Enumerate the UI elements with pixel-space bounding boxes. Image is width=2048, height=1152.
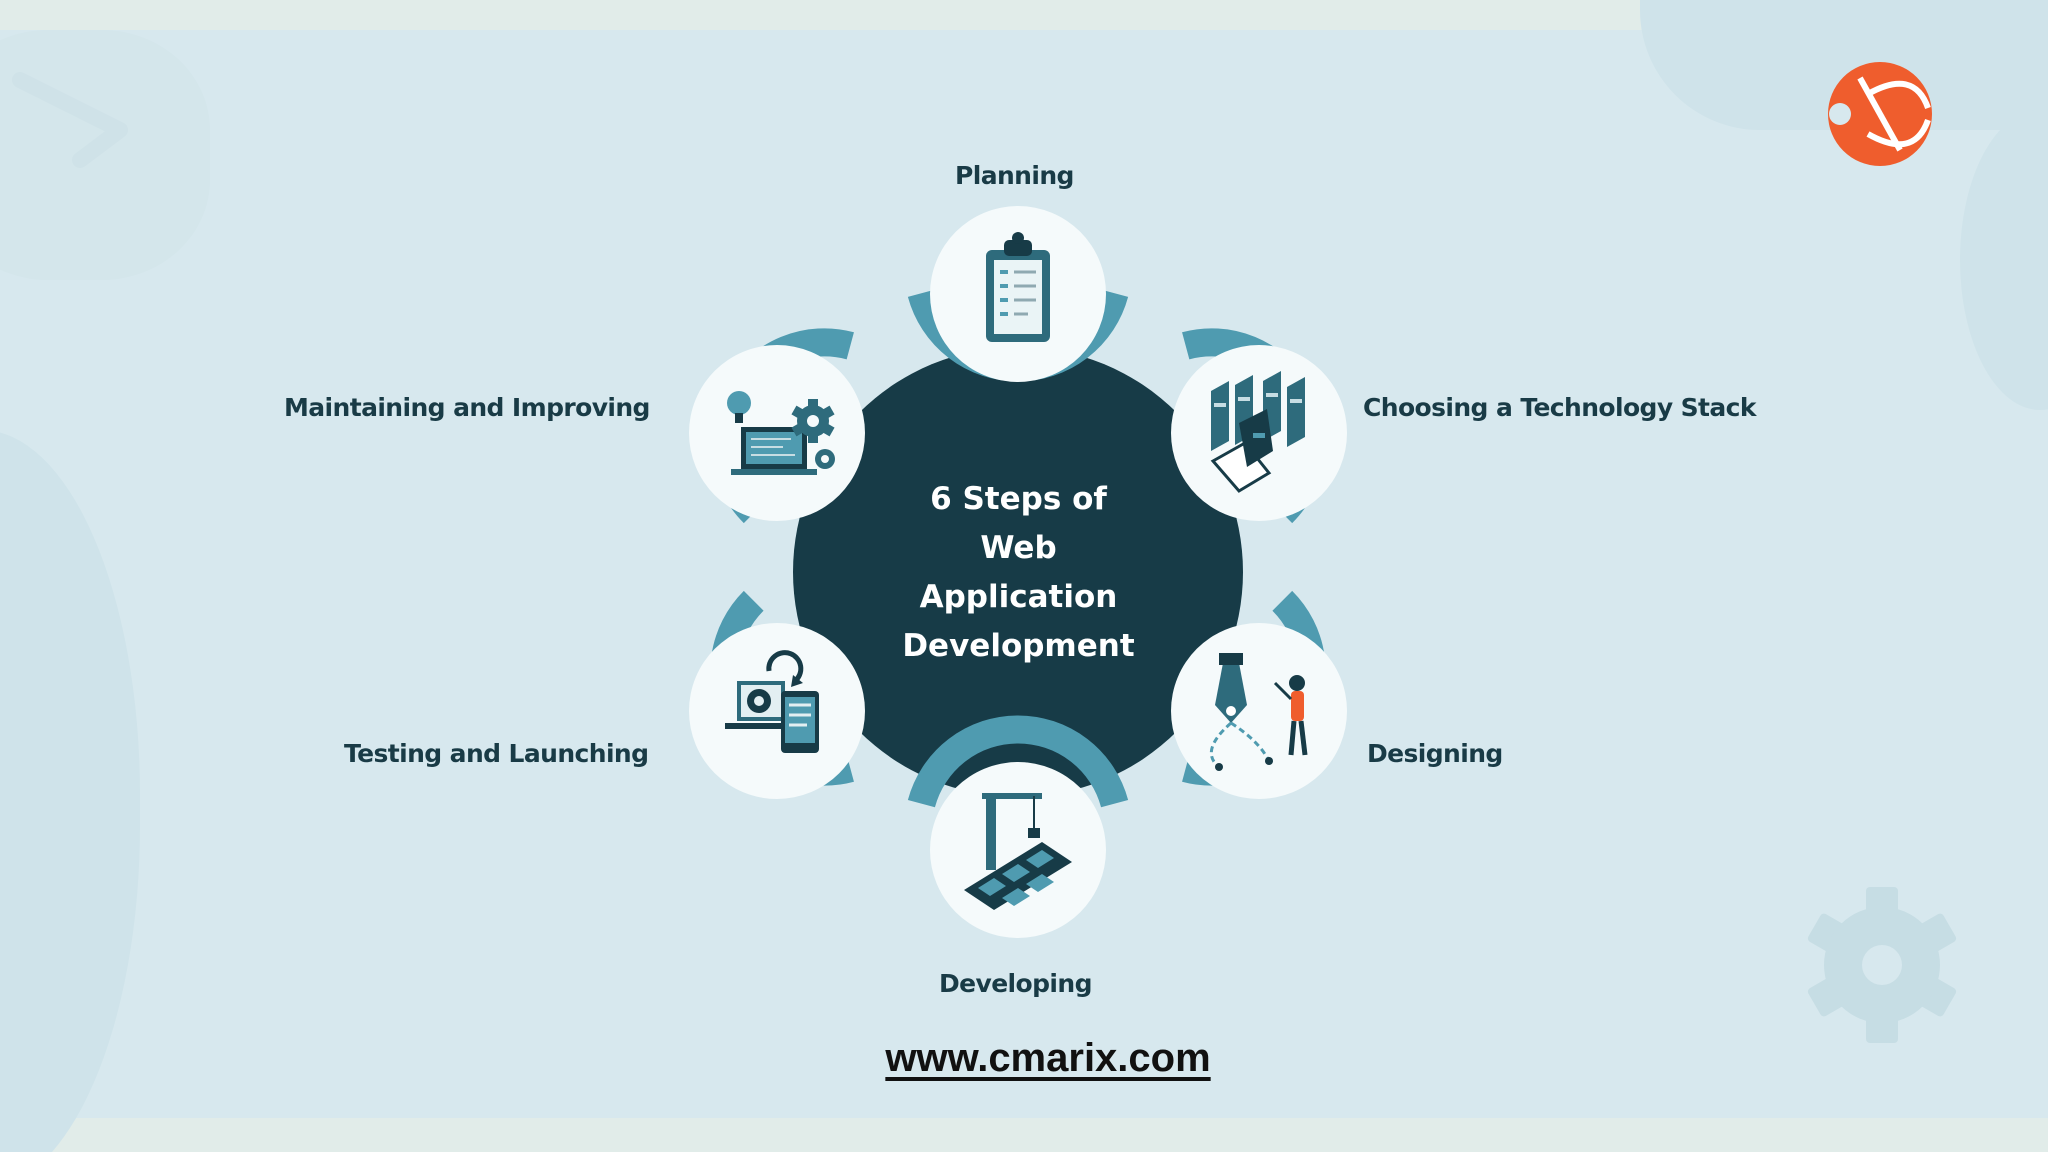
- center-title: 6 Steps of Web Application Development: [870, 475, 1167, 671]
- step-label-developing: Developing: [939, 968, 1092, 1000]
- step-label-maintaining-improving: Maintaining and Improving: [284, 392, 650, 424]
- step-label-testing-launching: Testing and Launching: [344, 738, 648, 770]
- step-label-choosing-technology-stack: Choosing a Technology Stack: [1363, 392, 1756, 424]
- website-url: www.cmarix.com: [0, 1036, 2048, 1081]
- step-label-planning: Planning: [955, 160, 1074, 192]
- center-title-line: Development: [870, 622, 1167, 671]
- decorative-arrow-icon: [20, 80, 120, 160]
- center-title-line: Application: [870, 573, 1167, 622]
- background-gear-icon: [1806, 887, 1957, 1043]
- center-title-line: 6 Steps of: [870, 475, 1167, 524]
- center-title-line: Web: [870, 524, 1167, 573]
- cmarix-logo-icon: [1828, 62, 1932, 166]
- step-label-designing: Designing: [1367, 738, 1503, 770]
